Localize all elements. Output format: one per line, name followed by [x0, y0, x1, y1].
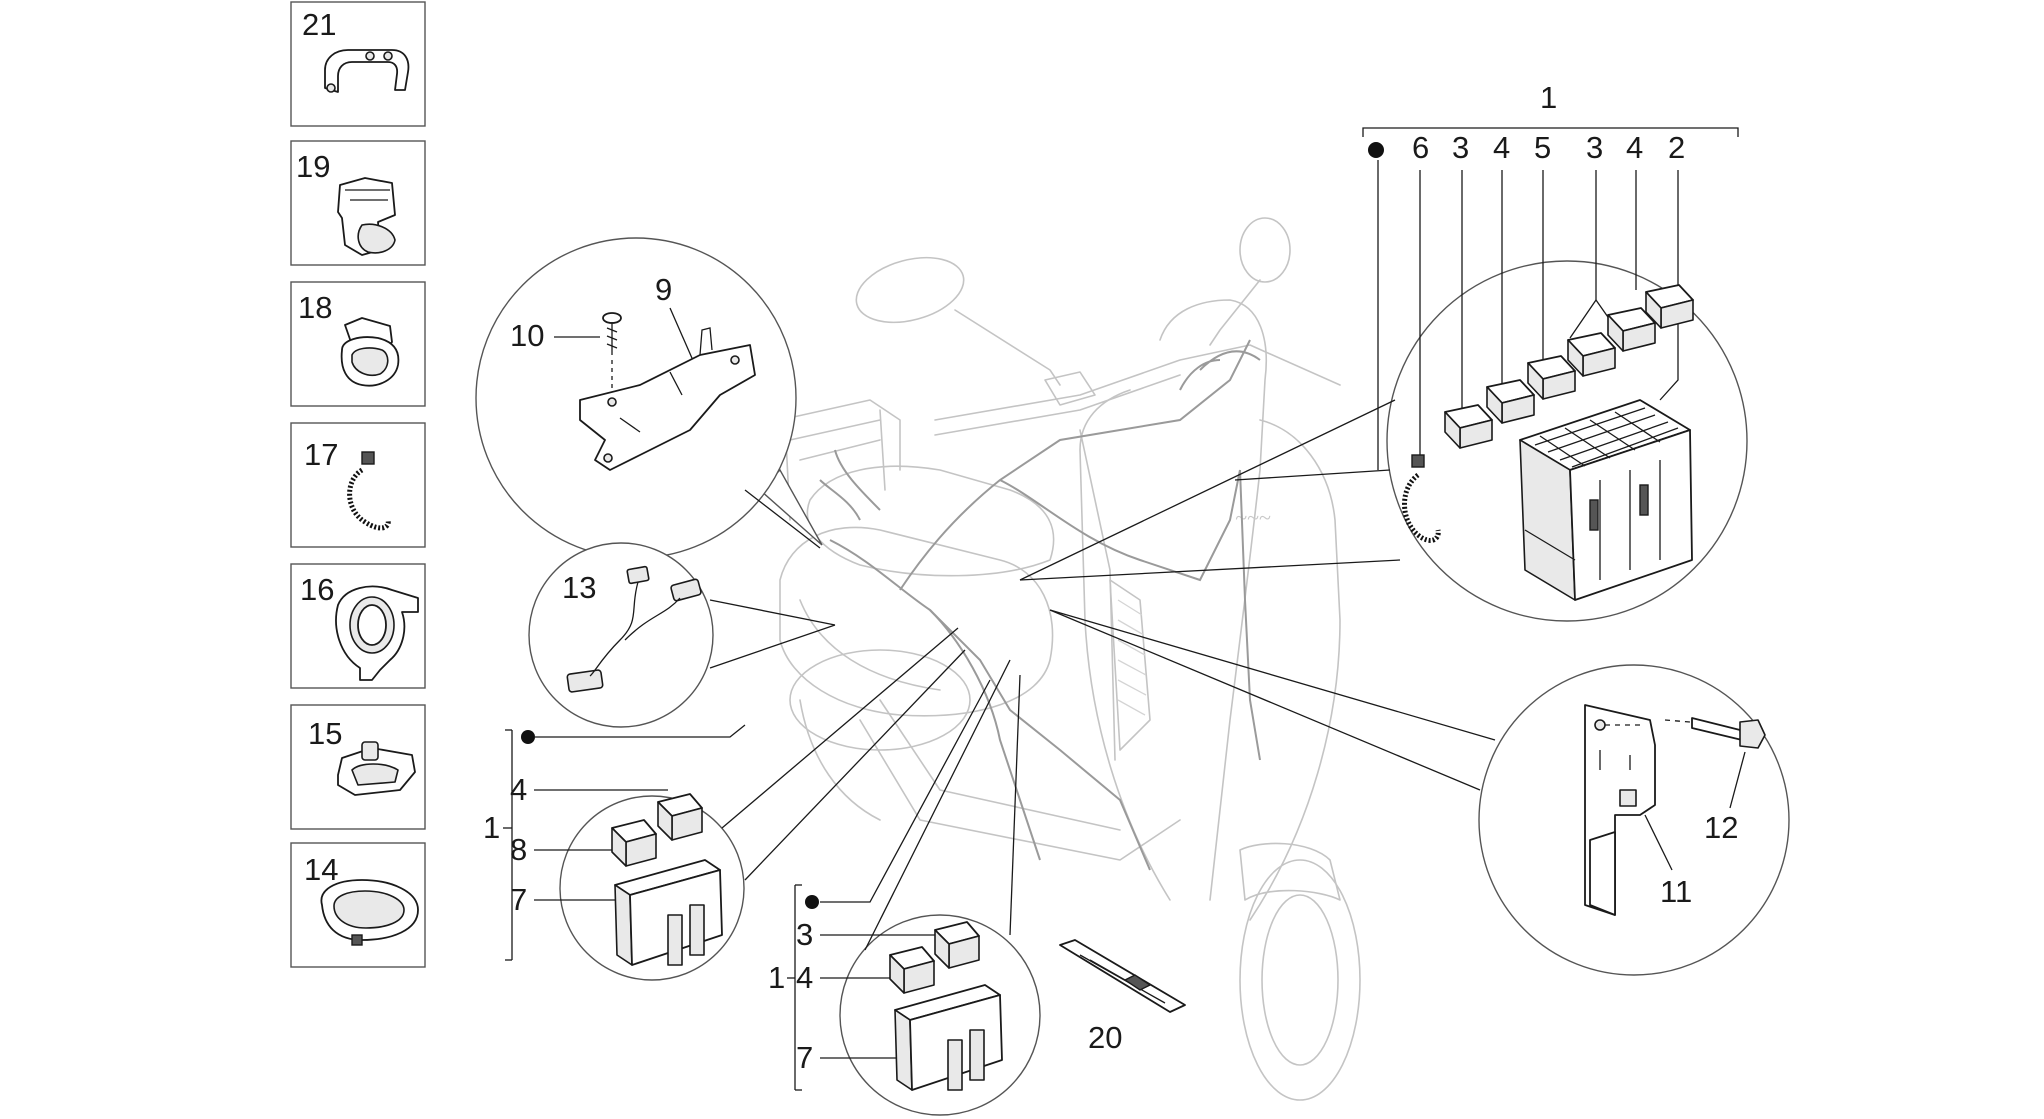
callout-circle-main-fusebox: 1 6 3 4 5 3 4 2: [1019, 80, 1748, 622]
callout-main-5: 5: [1534, 130, 1551, 165]
callout-left-7: 7: [510, 882, 527, 917]
mounting-plate-icon: [1584, 704, 1656, 916]
callout-13: 13: [562, 570, 596, 605]
set-marker-dot: [805, 895, 819, 909]
callout-main-6: 6: [1412, 130, 1429, 165]
scooter-outline: ~~~: [779, 217, 1361, 1101]
set-marker-dot: [521, 730, 535, 744]
callout-circle-left-fusebox: 1 4 8 7: [483, 627, 966, 981]
callout-11: 11: [1660, 874, 1692, 909]
fuse-box-icon: [1519, 399, 1693, 601]
callout-main-2: 2: [1668, 130, 1685, 165]
callout-left-4: 4: [510, 772, 527, 807]
callout-main-4b: 4: [1626, 130, 1643, 165]
callout-main-1: 1: [1540, 80, 1557, 115]
callout-15: 15: [308, 716, 342, 751]
callout-circle-bracket: 10 9: [475, 237, 823, 559]
callout-16: 16: [300, 572, 334, 607]
callout-circle-bottom-fusebox: 1 3 4 7: [768, 659, 1041, 1116]
harness-wires: [819, 339, 1261, 871]
callout-10: 10: [510, 318, 544, 353]
callout-circle-plate: 12 11: [1049, 609, 1790, 976]
callout-left-1: 1: [483, 810, 500, 845]
callout-bottom-3: 3: [796, 917, 813, 952]
part-box-17: 17: [290, 422, 426, 548]
callout-main-3a: 3: [1452, 130, 1469, 165]
callout-21: 21: [302, 7, 336, 42]
bolt-icon: [1691, 717, 1766, 749]
callout-19: 19: [296, 149, 330, 184]
callout-20: 20: [1088, 1020, 1122, 1055]
part-box-18: 18: [290, 281, 426, 407]
part-box-14: 14: [290, 842, 426, 968]
callout-main-3b: 3: [1586, 130, 1603, 165]
callout-17: 17: [304, 437, 338, 472]
fuse-icon: [611, 793, 703, 867]
relay-icon: [894, 984, 1003, 1091]
brand-badge-icon: ~~~: [1235, 505, 1271, 530]
adhesive-strip-icon: 20: [1059, 939, 1186, 1055]
callout-bottom-4: 4: [796, 960, 813, 995]
set-marker-dot: [1368, 142, 1384, 158]
callout-9: 9: [655, 272, 672, 307]
fuse-icon: [889, 921, 980, 994]
part-box-16: 16: [290, 563, 426, 689]
callout-bottom-1: 1: [768, 960, 785, 995]
callout-14: 14: [304, 852, 338, 887]
callout-circle-sensor: 13: [528, 542, 836, 728]
cable-tie-icon: [1402, 472, 1441, 543]
part-box-21: 21: [290, 1, 426, 127]
part-box-19: 19: [290, 140, 426, 266]
callout-18: 18: [298, 290, 332, 325]
relay-icon: [614, 859, 723, 966]
callout-12: 12: [1704, 810, 1738, 845]
fuse-icon: [1444, 284, 1694, 449]
callout-main-4a: 4: [1493, 130, 1510, 165]
callout-left-8: 8: [510, 832, 527, 867]
part-box-15: 15: [290, 704, 426, 830]
callout-bottom-7: 7: [796, 1040, 813, 1075]
